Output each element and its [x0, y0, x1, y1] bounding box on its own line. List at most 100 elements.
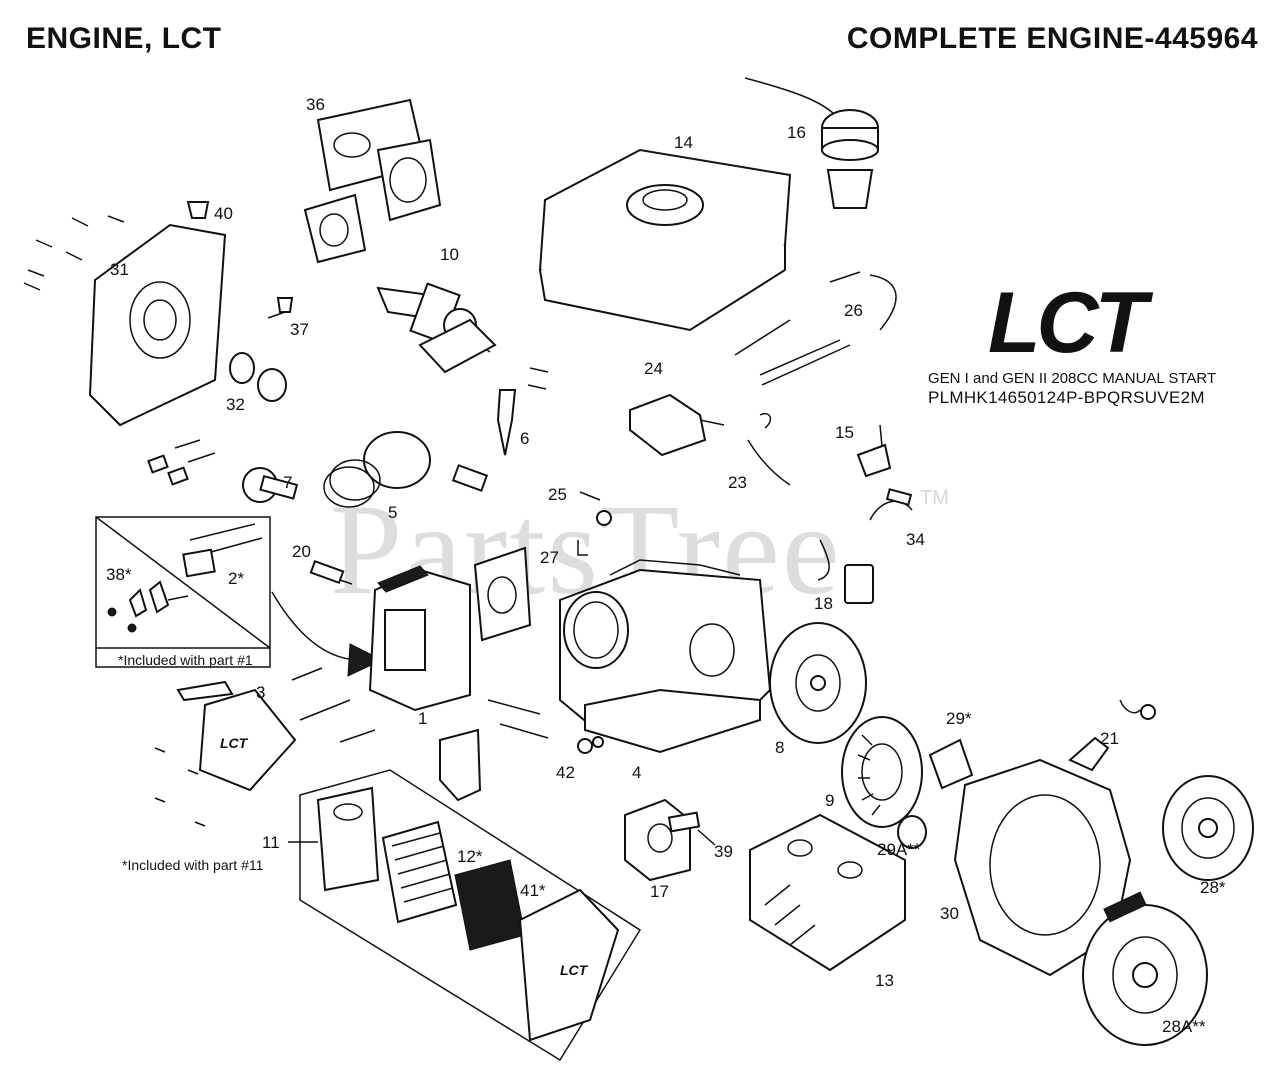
part-8-flywheel[interactable] — [769, 622, 867, 744]
callout-28: 28* — [1200, 878, 1226, 897]
callout-29a: 29A** — [877, 840, 921, 859]
callout-7: 7 — [283, 473, 292, 492]
valve-cover-bolts[interactable] — [154, 747, 206, 827]
part-1-cylinder-head[interactable] — [368, 565, 471, 712]
valve-cover-logo: LCT — [220, 735, 249, 751]
part-39-solenoid[interactable] — [667, 811, 701, 833]
callout-14: 14 — [674, 133, 693, 152]
part-23-fuel-hose[interactable] — [747, 413, 791, 486]
part-37-sensor[interactable] — [267, 297, 294, 319]
diagram-title-left: ENGINE, LCT — [26, 22, 222, 55]
part-25-governor-shaft[interactable] — [579, 491, 612, 526]
callout-9: 9 — [825, 791, 834, 810]
part-28a-recoil-starter[interactable] — [1082, 891, 1208, 1046]
callout-20: 20 — [292, 542, 311, 561]
leader-lines — [288, 829, 716, 846]
air-cover-logo: LCT — [560, 962, 589, 978]
model-number: PLMHK14650124P-BPQRSUVE2M — [928, 388, 1205, 407]
part-42-drain-plug[interactable] — [577, 736, 604, 754]
bracket[interactable] — [439, 728, 482, 802]
callout-25: 25 — [548, 485, 567, 504]
callout-38: 38* — [106, 565, 132, 584]
head-gasket[interactable] — [473, 546, 532, 642]
callout-36: 36 — [306, 95, 325, 114]
callout-42: 42 — [556, 763, 575, 782]
callout-8: 8 — [775, 738, 784, 757]
callout-30: 30 — [940, 904, 959, 923]
part-12-filter-element[interactable] — [381, 820, 458, 924]
callout-39: 39 — [714, 842, 733, 861]
callout-17: 17 — [650, 882, 669, 901]
watermark-trademark: TM — [920, 487, 949, 509]
part-21-ground-wire[interactable] — [1119, 699, 1156, 720]
callout-34: 34 — [906, 530, 925, 549]
callout-40: 40 — [214, 204, 233, 223]
part-2-rocker-studs[interactable] — [182, 523, 263, 578]
kit-note: *Included with part #1 — [118, 652, 253, 668]
part-9-fan[interactable] — [841, 716, 923, 828]
part-15-fuel-valve[interactable] — [856, 424, 892, 478]
callout-12: 12* — [457, 847, 483, 866]
part-36-gasket-set[interactable] — [303, 98, 442, 264]
pointer-arrow — [271, 591, 384, 677]
part-13-muffler[interactable] — [749, 813, 906, 972]
part-31-crankcase-cover[interactable] — [88, 223, 227, 427]
callout-21: 21 — [1100, 729, 1119, 748]
callout-3: 3 — [256, 683, 265, 702]
callout-26: 26 — [844, 301, 863, 320]
callout-29: 29* — [946, 709, 972, 728]
callout-15: 15 — [835, 423, 854, 442]
part-3-valve-cover[interactable]: LCT — [176, 680, 297, 792]
part-31-bolts[interactable] — [23, 215, 125, 291]
part-24-control-bracket[interactable] — [629, 393, 725, 457]
part-27-pin[interactable] — [577, 540, 588, 556]
callout-23: 23 — [728, 473, 747, 492]
part-11-air-filter-cover[interactable]: LCT — [518, 888, 620, 1042]
part-11-air-filter-base[interactable] — [316, 786, 380, 892]
part-40-plug[interactable] — [186, 201, 210, 219]
linkage-rods[interactable] — [734, 319, 851, 386]
part-29a-starter-cup[interactable] — [897, 815, 927, 849]
callout-41: 41* — [520, 881, 546, 900]
part-29-starter-cup[interactable] — [928, 738, 974, 790]
callout-2: 2* — [228, 569, 244, 588]
callout-16: 16 — [787, 123, 806, 142]
part-18-ignition-coil[interactable] — [817, 539, 874, 604]
callout-10: 10 — [440, 245, 459, 264]
callout-18: 18 — [814, 594, 833, 613]
model-description: GEN I and GEN II 208CC MANUAL START — [928, 370, 1217, 387]
part-20-spark-plug[interactable] — [309, 559, 353, 585]
part-28-recoil-starter[interactable] — [1162, 775, 1254, 881]
part-38-valve-parts[interactable] — [107, 580, 189, 633]
part-16-fuel-cap[interactable] — [744, 77, 879, 209]
callout-24: 24 — [644, 359, 663, 378]
valve-springs[interactable] — [147, 439, 216, 486]
callout-13: 13 — [875, 971, 894, 990]
part-7-camshaft[interactable] — [242, 467, 299, 503]
callout-32: 32 — [226, 395, 245, 414]
diagram-title-right: COMPLETE ENGINE-445964 — [846, 22, 1258, 55]
callout-31: 31 — [110, 260, 129, 279]
callout-28a: 28A** — [1162, 1017, 1206, 1036]
callout-5: 5 — [388, 503, 397, 522]
callout-11: 11 — [262, 833, 280, 852]
callout-27: 27 — [540, 548, 559, 567]
kit-box — [95, 516, 271, 668]
part-41-pre-filter[interactable] — [454, 859, 526, 951]
callout-6: 6 — [520, 429, 529, 448]
callout-1: 1 — [418, 709, 427, 728]
part-17-carburetor[interactable] — [624, 798, 691, 882]
part-26-fuel-line[interactable] — [829, 271, 897, 331]
head-bolts[interactable] — [291, 667, 549, 743]
callout-4: 4 — [632, 763, 641, 782]
part-32-oil-seals[interactable] — [229, 352, 287, 402]
part-6-governor-arm[interactable] — [496, 367, 549, 456]
part-34-wire[interactable] — [869, 488, 913, 521]
part-4-engine-block[interactable] — [559, 559, 772, 754]
part-14-fuel-tank[interactable] — [538, 148, 792, 332]
filter-box — [299, 769, 642, 1062]
callout-37: 37 — [290, 320, 309, 339]
part-5-piston[interactable] — [323, 318, 497, 508]
lct-logo: LCT — [988, 275, 1147, 371]
